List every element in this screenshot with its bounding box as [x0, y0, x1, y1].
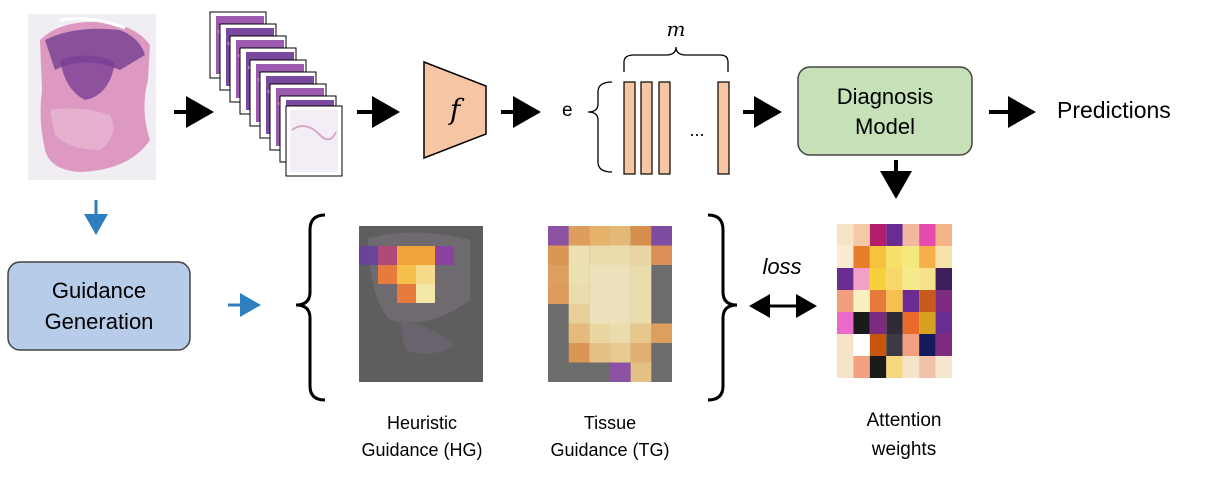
attention-label-line1: Attention	[867, 410, 942, 431]
guidance-generation-line2: Generation	[45, 309, 154, 334]
flow-arrows	[174, 96, 1036, 199]
guidance-generation-box: Guidance Generation	[7, 261, 191, 351]
embedding-block: e ... m	[562, 17, 730, 175]
left-brace	[295, 213, 326, 402]
wsi-slide-icon	[28, 14, 156, 180]
loss-label: loss	[762, 254, 801, 279]
diagnosis-model-line2: Model	[855, 114, 915, 139]
tg-label-line2: Guidance (TG)	[550, 440, 669, 460]
hg-label-line2: Guidance (HG)	[361, 440, 482, 460]
attention-heatmap-icon	[837, 224, 952, 378]
tissue-guidance-map	[548, 226, 672, 382]
embedding-count-label: m	[667, 17, 686, 41]
embedding-ellipsis: ...	[689, 120, 704, 140]
diagnosis-model-box: Diagnosis Model	[797, 66, 973, 156]
patch-stack-icon	[209, 11, 343, 177]
embedding-bar-m	[717, 81, 730, 175]
embedding-dim-label: e	[562, 100, 573, 121]
predictions-label: Predictions	[1057, 97, 1171, 123]
heuristic-guidance-map	[359, 226, 483, 382]
embedding-bar-3	[658, 81, 671, 175]
guidance-generation-line1: Guidance	[52, 278, 146, 303]
embedding-bar-2	[640, 81, 653, 175]
diagnosis-model-line1: Diagnosis	[837, 84, 934, 109]
feature-extractor: f	[423, 60, 487, 160]
right-brace	[707, 213, 738, 402]
blue-arrows	[84, 200, 261, 317]
hg-label-line1: Heuristic	[387, 413, 457, 433]
attention-label-line2: weights	[871, 439, 936, 460]
embedding-bar-1	[623, 81, 636, 175]
tg-label-line1: Tissue	[584, 413, 636, 433]
